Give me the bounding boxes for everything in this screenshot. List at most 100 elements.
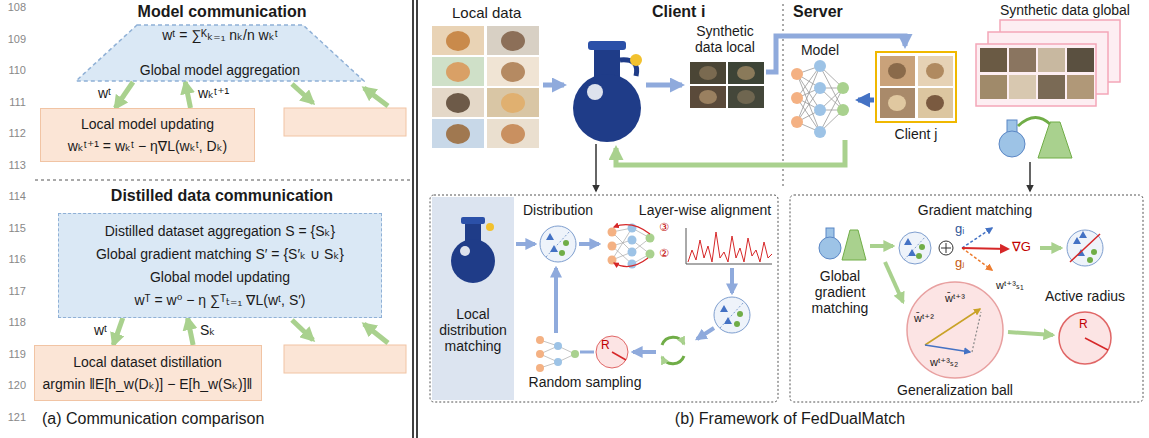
local-data-photos	[432, 119, 484, 148]
local-matching-illustration	[633, 350, 656, 354]
global-matching-illustration	[925, 345, 970, 352]
client-j-images	[880, 88, 915, 118]
text-label: R	[601, 339, 610, 353]
global-matching-illustration	[962, 248, 992, 270]
global-matching-illustration	[907, 282, 1003, 378]
global-synthetic-stack	[976, 44, 1096, 106]
trapezoid-outline	[76, 25, 364, 81]
text-label: gⱼ	[955, 256, 965, 271]
local-matching-illustration	[579, 242, 599, 246]
node-text: Global gradient matching S′ = {S′ₖ ∪ Sₖ}	[96, 246, 344, 262]
distillation-flask	[588, 41, 626, 50]
green-arrow	[115, 82, 133, 108]
local-matching-illustration	[580, 351, 594, 354]
local-data-photos	[501, 124, 525, 144]
flask-icon	[451, 239, 495, 283]
local-matching-illustration	[628, 260, 637, 269]
line-number: 120	[2, 379, 26, 392]
text-label: wᵗ⁺³ₛ₁	[996, 279, 1024, 292]
synthetic-local-images	[699, 90, 717, 104]
server-distillation-box: Distilled dataset aggregation S = {Sₖ}Gl…	[58, 213, 382, 318]
local-data-photos	[501, 31, 525, 51]
green-arrow	[292, 84, 313, 103]
global-synthetic-stack	[1038, 48, 1065, 72]
local-matching-illustration	[662, 356, 684, 364]
global-matching-illustration	[916, 253, 922, 259]
flow-arrow	[543, 83, 564, 88]
local-matching-illustration	[540, 340, 575, 368]
local-matching-illustration	[646, 250, 655, 259]
client-j-images	[876, 52, 956, 122]
dotted-panel	[430, 195, 778, 402]
flow-arrow	[1029, 162, 1031, 191]
local-matching-illustration	[540, 226, 576, 262]
text-label: Random sampling	[529, 374, 642, 390]
neural-network	[814, 82, 826, 94]
text-label: Layer-wise alignment	[639, 202, 771, 218]
global-matching-illustration	[885, 262, 903, 302]
line-number: 116	[2, 253, 26, 266]
text-label: Client i	[652, 3, 705, 21]
line-number: 114	[2, 190, 26, 203]
local-data-photos	[446, 93, 470, 113]
local-data-photos	[432, 26, 484, 55]
local-data-photos	[446, 31, 470, 51]
line-number: 115	[2, 222, 26, 235]
line-number: 119	[2, 348, 26, 361]
flow-arrow	[616, 140, 845, 165]
global-matching-illustration	[1067, 230, 1103, 266]
node-heading: Local dataset distillation	[73, 354, 222, 370]
divider-lines	[412, 0, 414, 438]
neural-network	[791, 68, 803, 80]
global-synthetic-stack	[980, 48, 1007, 72]
local-matching-illustration	[554, 342, 562, 350]
client-j-images	[888, 63, 906, 79]
text-label: Server	[793, 3, 843, 21]
text-label: Synthetic data global	[1000, 2, 1130, 18]
neural-network	[797, 66, 843, 132]
distillation-flask	[573, 41, 642, 142]
node-text: Global model aggregation	[140, 62, 300, 78]
neural-network	[814, 104, 826, 116]
global-matching-illustration	[919, 244, 925, 250]
global-matching-illustration	[962, 248, 1008, 249]
local-data-photos	[501, 62, 525, 82]
text-label: Active radius	[1045, 288, 1125, 304]
global-matching-illustration	[1059, 312, 1111, 364]
synthetic-local-images	[690, 62, 764, 108]
local-matching-illustration	[546, 231, 570, 257]
server-flasks	[1018, 117, 1050, 126]
local-data-photos	[487, 26, 539, 55]
line-number: 117	[2, 285, 26, 298]
neural-network	[837, 104, 849, 116]
local-matching-illustration	[596, 336, 628, 368]
global-synthetic-stack	[1067, 48, 1094, 72]
local-matching-illustration	[516, 224, 772, 373]
neural-network	[791, 116, 803, 128]
local-matching-illustration	[686, 228, 772, 264]
global-matching-illustration	[962, 228, 992, 248]
synthetic-local-images	[690, 62, 726, 84]
server-flasks	[999, 131, 1025, 157]
green-arrow	[188, 318, 194, 345]
neural-network	[814, 126, 826, 138]
local-distillation-box: Local dataset distillationargmin ‖E[h_w(…	[34, 345, 262, 401]
client-j-images	[876, 52, 956, 122]
text-label: Model	[801, 42, 839, 58]
node-heading: Local model updating	[81, 116, 214, 132]
text-label: Synthetic data local	[685, 23, 765, 55]
text-label: w̄ᵗ⁺³	[945, 292, 965, 305]
global-matching-illustration	[904, 236, 926, 260]
neural-network	[837, 82, 849, 94]
client-j-images	[888, 95, 906, 111]
arrow-label: wᵗ	[93, 322, 108, 338]
server-flasks	[1038, 122, 1072, 158]
line-number: 111	[2, 96, 26, 109]
local-data-photos	[432, 88, 484, 117]
text-label: ∇G	[1012, 240, 1031, 255]
text-label: wᵗ⁺³ₛ₂	[930, 356, 958, 369]
distillation-flask	[587, 84, 603, 100]
global-synthetic-stack	[1009, 75, 1036, 99]
client-j-images	[880, 56, 915, 86]
